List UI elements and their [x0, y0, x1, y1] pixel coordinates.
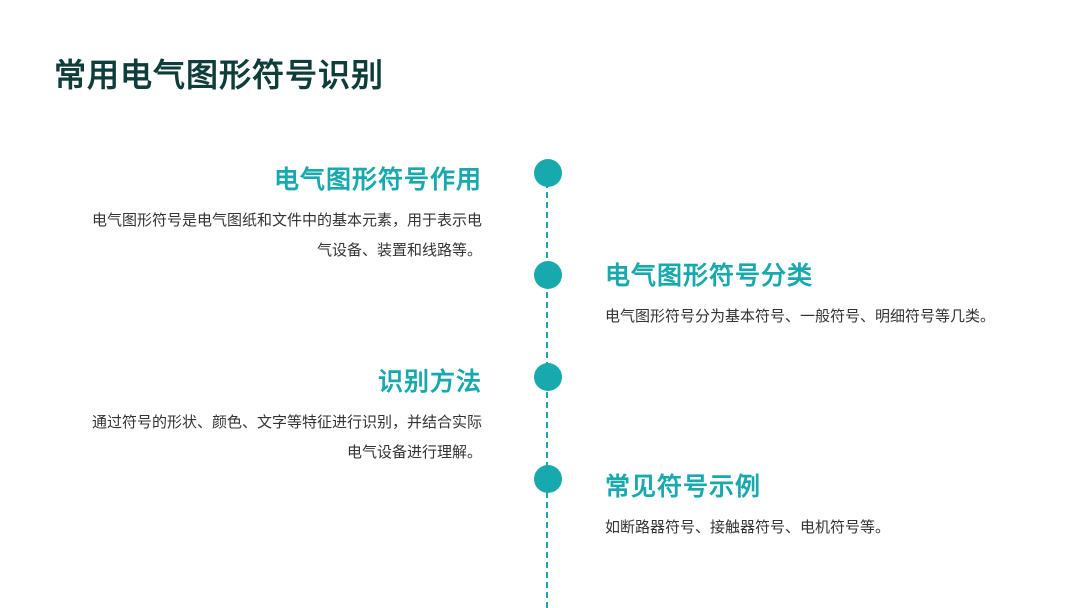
- timeline-item-method: 识别方法 通过符号的形状、颜色、文字等特征进行识别，并结合实际电气设备进行理解。: [82, 365, 482, 467]
- item-heading: 识别方法: [377, 367, 482, 396]
- item-body: 如断路器符号、接触器符号、电机符号等。: [605, 518, 891, 536]
- timeline-dot-2: [534, 261, 562, 289]
- item-body: 通过符号的形状、颜色、文字等特征进行识别，并结合实际电气设备进行理解。: [91, 413, 482, 461]
- page-title: 常用电气图形符号识别: [54, 56, 385, 94]
- timeline-item-classification: 电气图形符号分类 电气图形符号分为基本符号、一般符号、明细符号等几类。: [605, 259, 1005, 331]
- timeline-item-purpose: 电气图形符号作用 电气图形符号是电气图纸和文件中的基本元素，用于表示电气设备、装…: [82, 163, 482, 265]
- timeline-dot-1: [534, 159, 562, 187]
- item-heading: 常见符号示例: [605, 472, 762, 501]
- item-heading: 电气图形符号作用: [273, 165, 482, 194]
- timeline-dot-3: [534, 363, 562, 391]
- item-body: 电气图形符号是电气图纸和文件中的基本元素，用于表示电气设备、装置和线路等。: [91, 211, 482, 259]
- item-body: 电气图形符号分为基本符号、一般符号、明细符号等几类。: [605, 307, 996, 325]
- timeline-dot-4: [534, 465, 562, 493]
- timeline-item-examples: 常见符号示例 如断路器符号、接触器符号、电机符号等。: [605, 470, 1005, 542]
- item-heading: 电气图形符号分类: [605, 261, 814, 290]
